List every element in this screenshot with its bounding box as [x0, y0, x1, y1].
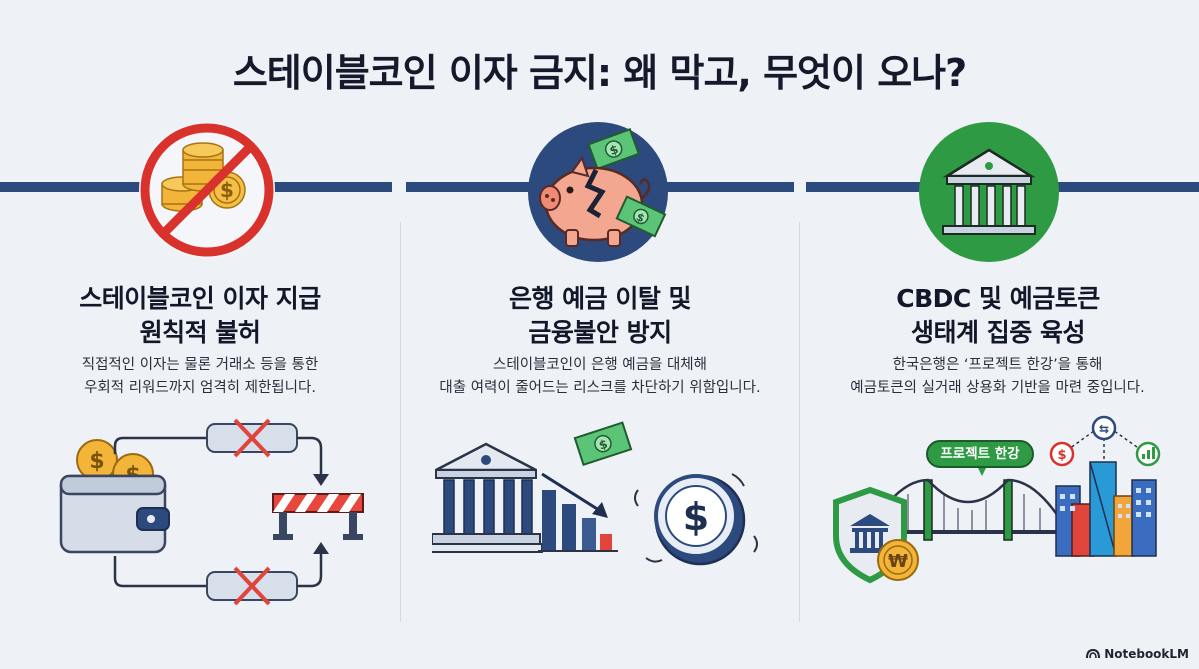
- column-2-title: 은행 예금 이탈 및 금융불안 방지: [508, 284, 692, 347]
- column-1-description: 직접적인 이자는 물론 거래소 등을 통한 우회적 리워드까지 엄격히 제한됩니…: [81, 357, 319, 396]
- central-bank-icon: [917, 120, 1062, 265]
- prohibited-coins-icon: $: [137, 120, 277, 260]
- page-title: 스테이블코인 이자 금지: 왜 막고, 무엇이 오나?: [232, 51, 967, 95]
- bank-icon: [429, 442, 543, 553]
- svg-text:$: $: [1057, 448, 1066, 463]
- broken-piggy-bank-icon: $ $: [526, 120, 671, 265]
- svg-text:⇆: ⇆: [1099, 422, 1109, 436]
- svg-text:$: $: [220, 178, 234, 202]
- wallet-icon: $ $: [59, 439, 170, 554]
- won-coin-icon: ₩: [877, 539, 919, 581]
- stablecoin-icon: $: [634, 473, 758, 566]
- column-1-title: 스테이블코인 이자 지급 원칙적 불허: [79, 284, 321, 347]
- column-divider: [400, 222, 401, 622]
- deposit-outflow-illustration: $ $: [429, 418, 772, 578]
- notebooklm-brand: NotebookLM: [1086, 647, 1189, 661]
- svg-text:$: $: [597, 437, 609, 453]
- svg-text:$: $: [683, 495, 709, 539]
- barricade-icon: [272, 493, 364, 540]
- blocked-reward-flow-illustration: $ $: [55, 418, 370, 613]
- cbdc-ecosystem-illustration: $ ⇆: [828, 414, 1168, 594]
- column-3-title: CBDC 및 예금토큰 생태계 집중 육성: [896, 284, 1100, 347]
- column-2-description: 스테이블코인이 은행 예금을 대체해 대출 여력이 줄어드는 리스크를 차단하기…: [439, 357, 761, 396]
- svg-text:$: $: [89, 449, 104, 474]
- column-3-description: 한국은행은 ‘프로젝트 한강’을 통해 예금토큰의 실거래 상용화 기반을 마련…: [850, 357, 1145, 396]
- column-divider: [799, 222, 800, 622]
- notebooklm-logo-icon: [1086, 649, 1101, 659]
- svg-text:₩: ₩: [888, 551, 908, 572]
- project-hangang-badge: 프로젝트 한강: [926, 440, 1034, 468]
